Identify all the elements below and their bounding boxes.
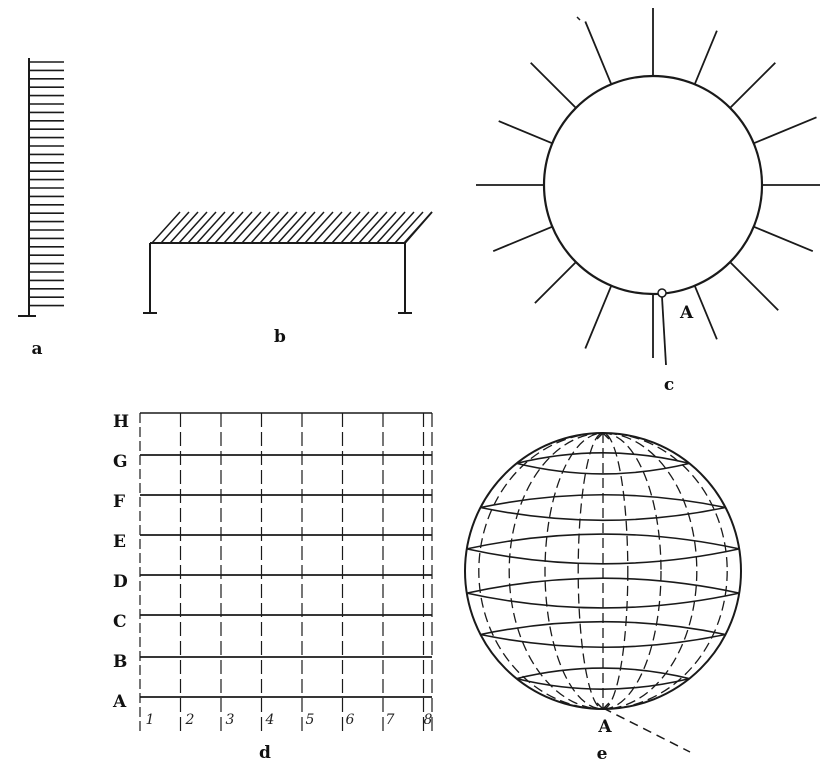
radial-lines xyxy=(476,8,820,366)
roof-hatch-line xyxy=(322,211,352,244)
column-label-7: 7 xyxy=(386,712,395,728)
parallel-band xyxy=(516,452,690,475)
column-label-1: 1 xyxy=(146,712,155,728)
row-label-h: H xyxy=(113,412,129,432)
column-label-5: 5 xyxy=(306,712,315,728)
roof-hatch-line xyxy=(367,211,397,244)
row-label-g: G xyxy=(113,452,128,472)
roof-hatch-line xyxy=(394,211,424,244)
panel-c-point-label: A xyxy=(679,303,694,323)
roof-hatch-line xyxy=(331,211,361,244)
radial-line xyxy=(492,225,553,253)
radial-line xyxy=(661,296,667,366)
panel-e-pole-label: A xyxy=(597,717,612,737)
roof-hatch-line xyxy=(313,211,343,244)
roof-hatch-line xyxy=(160,211,190,244)
roof-hatch-line xyxy=(196,211,226,244)
stray-mark xyxy=(576,16,581,21)
roof-hatch-line xyxy=(232,211,262,244)
radial-line xyxy=(498,120,553,145)
panel-b-label: b xyxy=(274,327,286,347)
row-label-b: B xyxy=(113,652,127,672)
roof-hatch-line xyxy=(187,211,217,244)
roof-hatch-line xyxy=(277,211,307,244)
roof-hatch-line xyxy=(376,211,406,244)
column-label-4: 4 xyxy=(265,712,275,728)
column-label-8: 8 xyxy=(424,712,433,728)
roof-hatch-line xyxy=(385,211,415,244)
panel-e-label: e xyxy=(597,744,608,763)
parallel-band xyxy=(480,620,726,649)
parallel-band xyxy=(466,533,740,565)
roof-hatch-line xyxy=(259,211,289,244)
radial-line xyxy=(534,261,577,304)
panel-b-hatched-frame xyxy=(143,211,433,314)
column-label-6: 6 xyxy=(346,712,355,728)
row-label-e: E xyxy=(113,532,126,552)
roof-hatch-line xyxy=(358,211,388,244)
radial-line xyxy=(729,261,779,311)
roof-hatch-line xyxy=(178,211,208,244)
roof-hatch-line xyxy=(304,211,334,244)
roof-hatch-line xyxy=(241,211,271,244)
roof-hatch-line xyxy=(205,211,235,244)
roof-hatch-line xyxy=(223,211,253,244)
row-label-f: F xyxy=(113,492,125,512)
panel-c-label: c xyxy=(664,375,674,395)
south-pole-mark xyxy=(596,702,610,711)
roof-hatch-line xyxy=(340,211,370,244)
grid-column-labels: 1 2 3 4 5 6 7 8 xyxy=(146,712,433,728)
parallel-band xyxy=(466,577,740,609)
radial-line xyxy=(729,62,776,109)
panel-d-label: d xyxy=(259,743,271,763)
column-label-2: 2 xyxy=(185,712,195,728)
radial-line xyxy=(530,62,577,109)
column-ribs xyxy=(29,61,64,307)
axis-line xyxy=(602,707,691,753)
roof-hatch-line xyxy=(295,211,325,244)
row-label-c: C xyxy=(113,612,127,632)
roof-hatch-line xyxy=(349,211,379,244)
roof-hatch-line xyxy=(214,211,244,244)
sphere-parallels xyxy=(466,431,740,711)
column-label-3: 3 xyxy=(226,712,235,728)
grid-lines xyxy=(139,412,433,735)
roof-hatch-line xyxy=(151,211,181,244)
roof-hatch-line xyxy=(268,211,298,244)
panel-a-ribbed-column xyxy=(18,58,64,317)
radial-line xyxy=(753,116,817,145)
panel-a-label: a xyxy=(31,339,42,359)
radial-line xyxy=(693,285,718,340)
panel-d-grid: A B C D E F G H 1 2 3 4 5 6 7 8 xyxy=(112,412,433,735)
circle-outline xyxy=(542,74,764,296)
panel-c-radial-circle xyxy=(476,8,820,366)
panel-e-sphere xyxy=(464,431,742,753)
radial-line xyxy=(584,285,613,349)
parallel-band xyxy=(516,667,690,690)
row-label-a: A xyxy=(112,692,127,712)
roof-hatch-line xyxy=(286,211,316,244)
north-pole-mark xyxy=(596,431,610,440)
roof-hatching xyxy=(151,211,433,244)
radial-line xyxy=(753,225,814,253)
roof-hatch-line xyxy=(250,211,280,244)
roof-hatch-line xyxy=(169,211,199,244)
grid-row-labels: A B C D E F G H xyxy=(112,412,129,712)
radial-line xyxy=(584,21,613,85)
roof-hatch-line xyxy=(403,211,433,244)
row-label-d: D xyxy=(113,572,128,592)
parallel-band xyxy=(480,493,726,522)
radial-line xyxy=(693,30,718,85)
point-a-marker xyxy=(657,288,667,298)
